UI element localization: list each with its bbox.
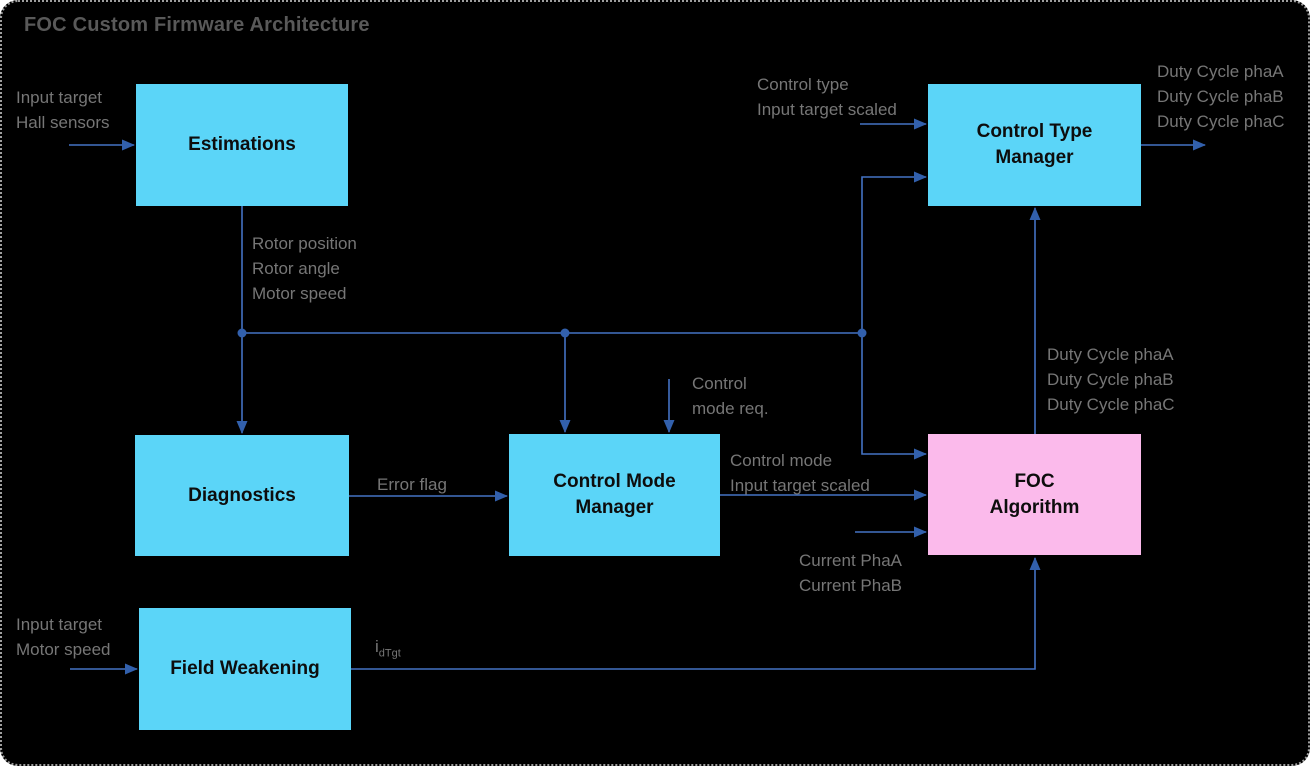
diagram-title: FOC Custom Firmware Architecture: [24, 14, 370, 36]
connector-bus-to-foc: [861, 333, 927, 460]
block-control-mode-manager: Control Mode Manager: [509, 434, 720, 556]
block-control-type-manager: Control Type Manager: [928, 84, 1141, 206]
label-ctm-output-signals: Duty Cycle phaA Duty Cycle phaB Duty Cyc…: [1157, 62, 1285, 131]
label-estimations-output-signals: Rotor position Rotor angle Motor speed: [252, 234, 357, 303]
label-foc-current-input-signals: Current PhaA Current PhaB: [799, 551, 902, 595]
block-diagnostics: Diagnostics: [135, 435, 349, 556]
junction-dot-3: [857, 328, 867, 338]
block-field-weakening: Field Weakening: [139, 608, 351, 730]
label-idtgt-signal: idTgt: [375, 637, 401, 660]
block-estimations: Estimations: [136, 84, 348, 206]
label-error-flag-signal: Error flag: [377, 475, 447, 494]
label-estimations-input-signals: Input target Hall sensors: [16, 88, 110, 132]
connector-bus-to-control-type-manager: [861, 171, 927, 333]
label-cmm-output-signals: Control mode Input target scaled: [730, 451, 870, 495]
label-ctm-input-signals: Control type Input target scaled: [757, 75, 897, 119]
block-foc-algorithm: FOC Algorithm: [928, 434, 1141, 555]
junction-dot-1: [237, 328, 247, 338]
label-control-mode-request: Control mode req.: [692, 374, 769, 418]
label-fw-input-signals: Input target Motor speed: [16, 615, 111, 659]
connector-field-weakening-to-foc: [351, 557, 1041, 670]
label-foc-duty-output-signals: Duty Cycle phaA Duty Cycle phaB Duty Cyc…: [1047, 345, 1175, 414]
junction-dot-2: [560, 328, 570, 338]
